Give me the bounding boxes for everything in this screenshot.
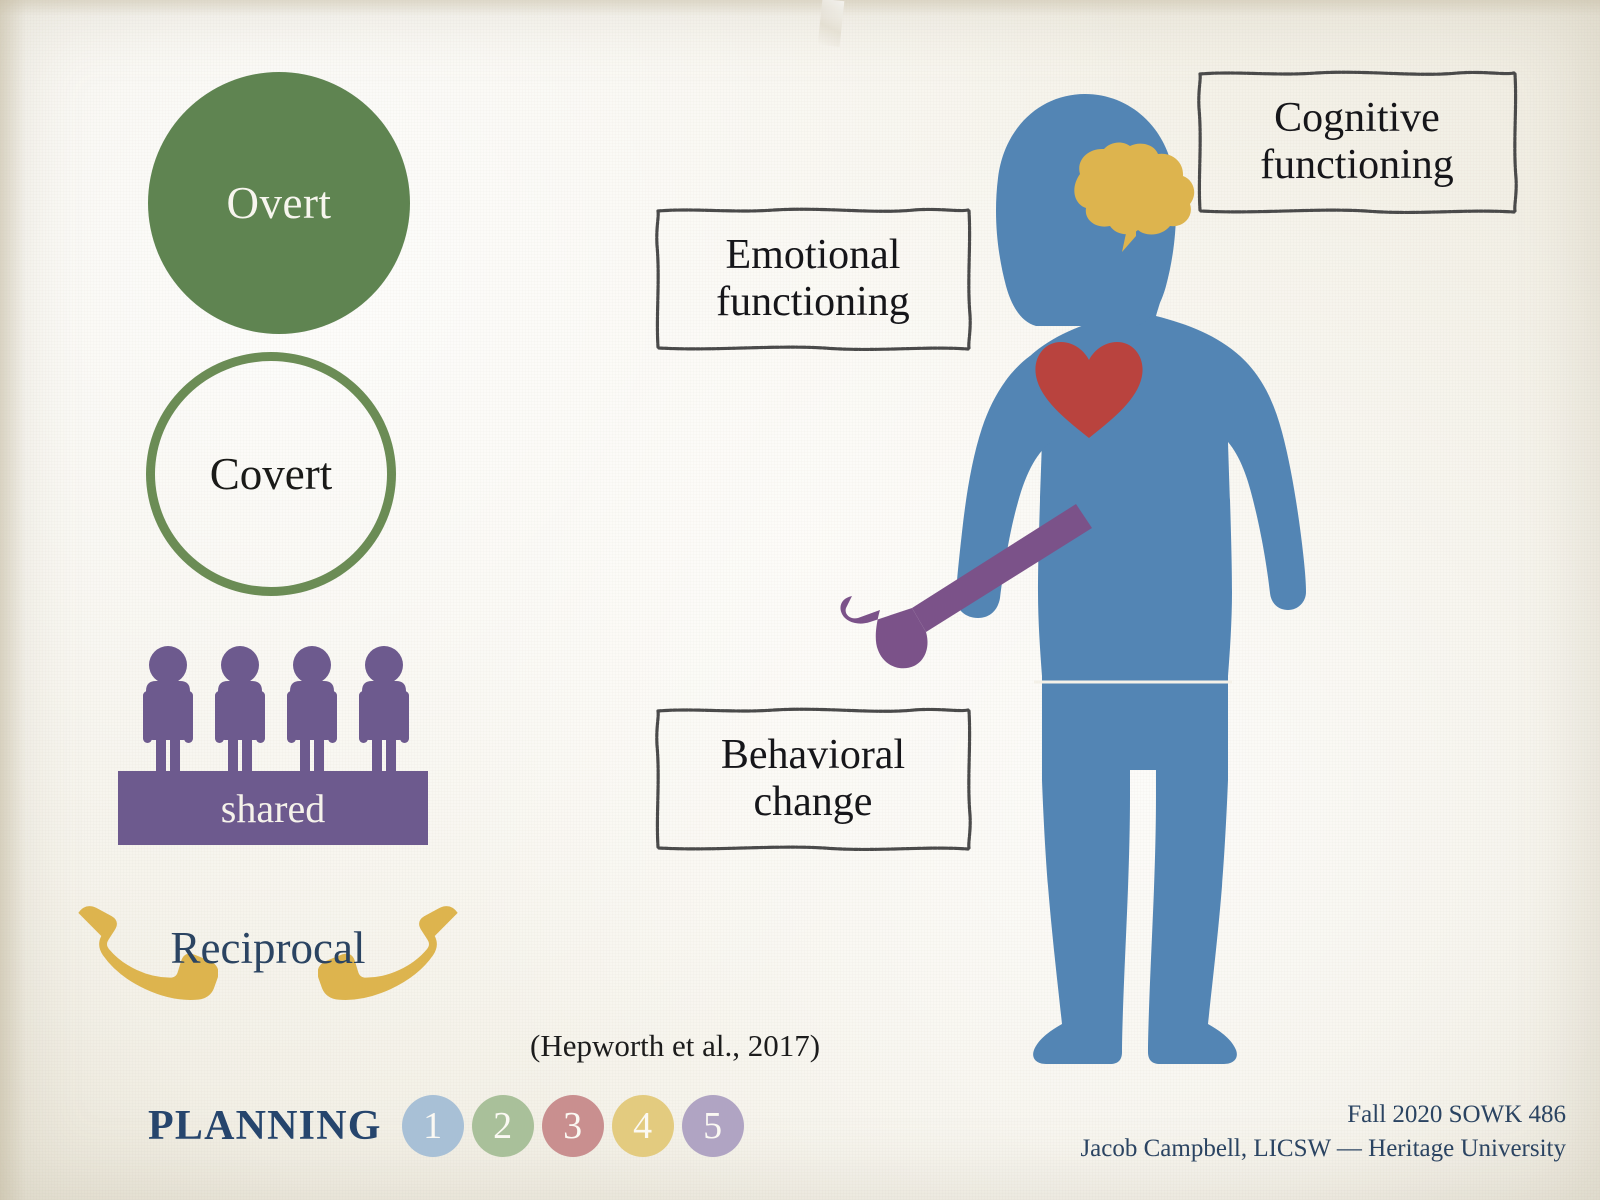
planning-step-1[interactable]: 1 — [401, 1095, 464, 1157]
body-shape — [964, 98, 1306, 1064]
paper-left-edge-shadow — [0, 0, 26, 1200]
shared-bar: shared — [118, 771, 428, 845]
footer-attribution: Fall 2020 SOWK 486 Jacob Campbell, LICSW… — [1080, 1098, 1566, 1166]
hammer-icon — [840, 504, 1092, 669]
planning-step-1-number: 1 — [423, 1105, 443, 1147]
telephone-handset-icon-right — [318, 906, 458, 1000]
person-silhouette-figure — [830, 80, 1340, 1070]
heart-icon — [1035, 342, 1143, 438]
citation-text: (Hepworth et al., 2017) — [530, 1028, 821, 1063]
overt-circle: Overt — [148, 72, 410, 334]
planning-step-4[interactable]: 4 — [611, 1095, 674, 1157]
four-people-icon — [143, 646, 409, 784]
shared-label: shared — [220, 785, 326, 831]
shared-group: shared — [118, 645, 428, 845]
planning-step-2-number: 2 — [493, 1105, 513, 1147]
reciprocal-label: Reciprocal — [170, 923, 366, 973]
paper-top-edge-shadow — [0, 0, 1600, 16]
planning-step-3[interactable]: 3 — [541, 1095, 604, 1157]
figure-svg — [840, 94, 1306, 1064]
reciprocal-group: Reciprocal — [78, 880, 458, 1050]
telephone-handset-icon-left — [78, 906, 218, 1000]
footer-course: Fall 2020 SOWK 486 — [1347, 1101, 1566, 1128]
covert-label: Covert — [209, 449, 333, 499]
covert-circle: Covert — [146, 352, 396, 596]
brain-icon — [1074, 142, 1195, 252]
planning-stepper: PLANNING 1 2 3 4 5 — [148, 1095, 744, 1157]
overt-label: Overt — [226, 178, 332, 228]
planning-step-2[interactable]: 2 — [471, 1095, 534, 1157]
planning-label: PLANNING — [148, 1103, 382, 1149]
planning-step-5[interactable]: 5 — [681, 1095, 744, 1157]
label-box-emotional-functioning: Emotional functioning — [654, 205, 972, 353]
footer-instructor: Jacob Campbell, LICSW — Heritage Univers… — [1080, 1134, 1566, 1162]
paper-crease — [817, 0, 845, 48]
planning-step-4-number: 4 — [633, 1105, 653, 1147]
planning-step-5-number: 5 — [703, 1105, 723, 1147]
planning-step-3-number: 3 — [563, 1105, 583, 1147]
arm-left — [956, 356, 1054, 618]
